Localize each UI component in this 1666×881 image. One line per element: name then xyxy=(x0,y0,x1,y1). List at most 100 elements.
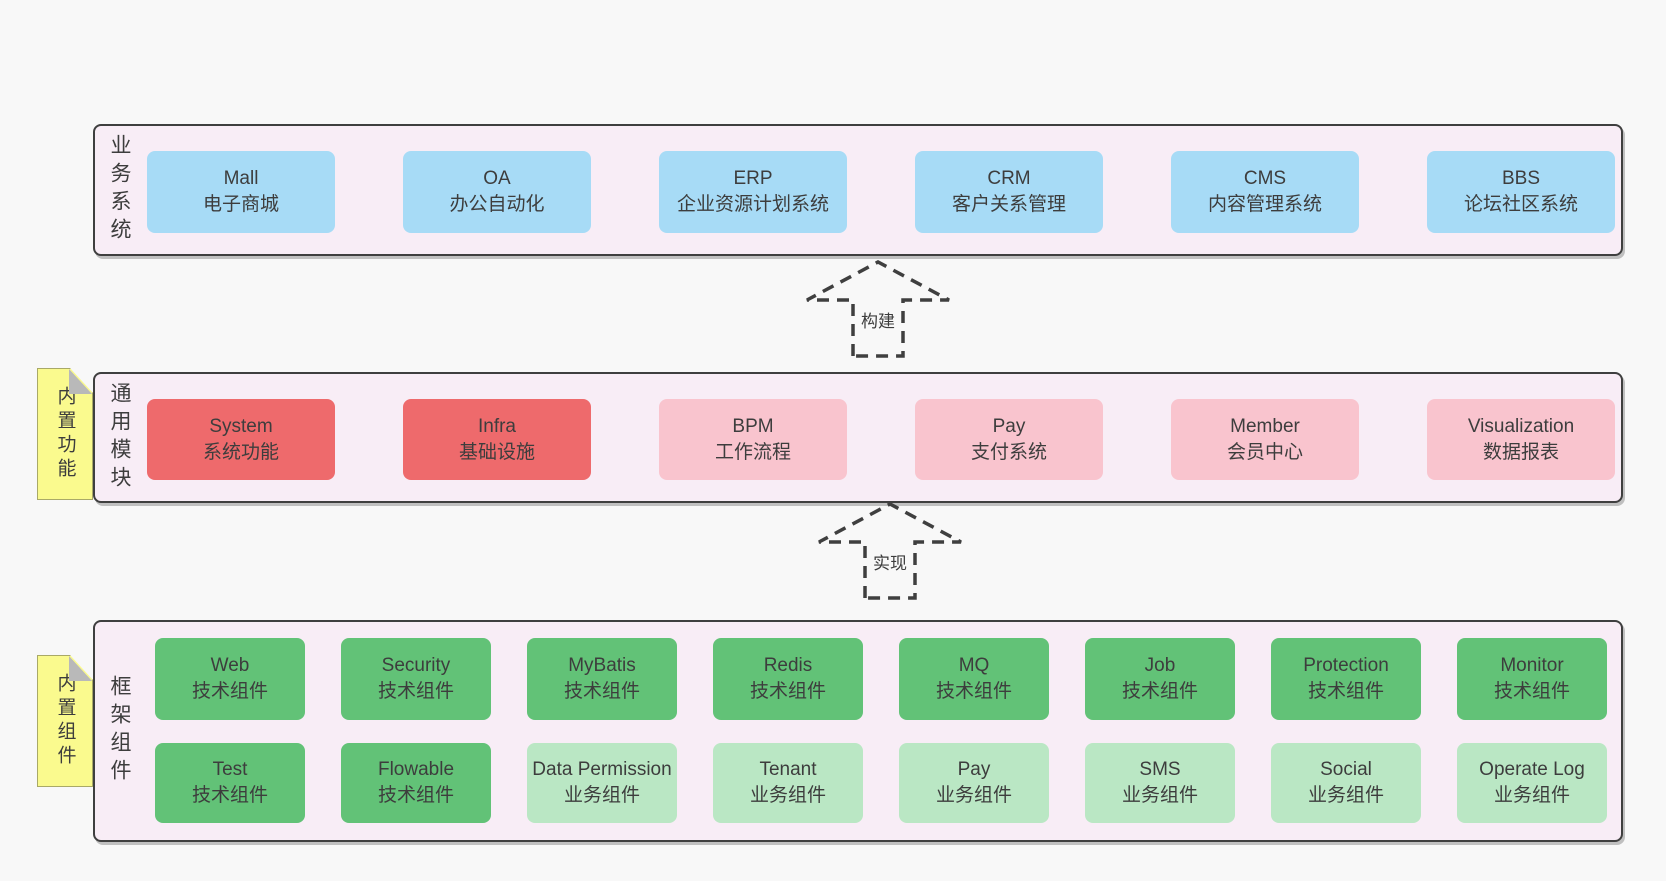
sticky-note-label: 内置组件 xyxy=(54,673,76,769)
band-business-systems: 业务系统 Mall 电子商城 OA 办公自动化 ERP 企业资源计划系统 CRM… xyxy=(93,124,1623,256)
box-erp: ERP 企业资源计划系统 xyxy=(659,151,847,233)
box-title: SMS xyxy=(1139,759,1181,781)
box-title: CMS xyxy=(1243,168,1287,190)
box-subtitle: 业务组件 xyxy=(1307,785,1384,806)
box-subtitle: 企业资源计划系统 xyxy=(676,194,829,215)
band-label: 通用模块 xyxy=(108,381,131,494)
band-label: 框架组件 xyxy=(108,675,131,787)
box-title: Data Permission xyxy=(532,759,672,781)
box-subtitle: 业务组件 xyxy=(749,785,826,806)
box-mybatis: MyBatis 技术组件 xyxy=(527,638,677,720)
box-title: Operate Log xyxy=(1479,759,1585,781)
up-arrow-icon xyxy=(806,260,950,358)
box-system: System 系统功能 xyxy=(147,399,335,480)
box-crm: CRM 客户关系管理 xyxy=(915,151,1103,233)
up-arrow-icon xyxy=(818,502,962,600)
box-subtitle: 技术组件 xyxy=(563,681,640,702)
box-tenant: Tenant 业务组件 xyxy=(713,743,863,823)
box-subtitle: 业务组件 xyxy=(1493,785,1570,806)
arrow-build: 构建 xyxy=(795,256,965,364)
arrow-label: 构建 xyxy=(859,306,897,333)
box-title: Mall xyxy=(223,168,259,190)
box-title: OA xyxy=(483,168,511,190)
box-subtitle: 技术组件 xyxy=(1493,681,1570,702)
box-subtitle: 业务组件 xyxy=(935,785,1012,806)
arrow-implement: 实现 xyxy=(807,498,977,606)
box-subtitle: 会员中心 xyxy=(1226,441,1303,463)
box-subtitle: 基础设施 xyxy=(458,441,535,463)
box-title: Web xyxy=(210,655,250,677)
box-subtitle: 技术组件 xyxy=(749,681,826,702)
box-test: Test 技术组件 xyxy=(155,743,305,823)
folded-corner-icon xyxy=(69,656,92,681)
box-title: Social xyxy=(1320,759,1372,781)
box-title: Monitor xyxy=(1500,655,1564,677)
box-title: Test xyxy=(212,759,248,781)
band-framework-components: 框架组件 Web 技术组件 Security 技术组件 MyBatis 技术组件… xyxy=(93,620,1623,842)
box-pay-component: Pay 业务组件 xyxy=(899,743,1049,823)
box-title: MQ xyxy=(958,655,990,677)
box-pay-system: Pay 支付系统 xyxy=(915,399,1103,480)
box-subtitle: 业务组件 xyxy=(563,785,640,806)
box-job: Job 技术组件 xyxy=(1085,638,1235,720)
box-security: Security 技术组件 xyxy=(341,638,491,720)
box-operate-log: Operate Log 业务组件 xyxy=(1457,743,1607,823)
box-title: Flowable xyxy=(377,759,455,781)
box-monitor: Monitor 技术组件 xyxy=(1457,638,1607,720)
folded-corner-icon xyxy=(69,369,92,394)
box-title: BPM xyxy=(732,415,774,437)
box-subtitle: 论坛社区系统 xyxy=(1463,194,1578,215)
box-oa: OA 办公自动化 xyxy=(403,151,591,233)
box-title: Pay xyxy=(957,759,991,781)
box-subtitle: 内容管理系统 xyxy=(1207,194,1322,215)
box-title: MyBatis xyxy=(568,655,636,677)
box-title: Pay xyxy=(992,415,1026,437)
box-subtitle: 技术组件 xyxy=(191,681,268,702)
arrow-label: 实现 xyxy=(871,548,909,575)
box-member: Member 会员中心 xyxy=(1171,399,1359,480)
box-title: Visualization xyxy=(1467,415,1575,437)
box-protection: Protection 技术组件 xyxy=(1271,638,1421,720)
box-title: Job xyxy=(1144,655,1176,677)
box-subtitle: 技术组件 xyxy=(377,785,454,806)
box-subtitle: 客户关系管理 xyxy=(951,194,1066,215)
box-data-permission: Data Permission 业务组件 xyxy=(527,743,677,823)
box-subtitle: 电子商城 xyxy=(202,194,279,215)
box-title: ERP xyxy=(733,168,773,190)
box-title: Tenant xyxy=(759,759,817,781)
box-title: BBS xyxy=(1501,168,1541,190)
box-subtitle: 技术组件 xyxy=(1121,681,1198,702)
box-mall: Mall 电子商城 xyxy=(147,151,335,233)
box-subtitle: 系统功能 xyxy=(202,441,279,463)
box-title: Infra xyxy=(477,415,517,437)
box-infra: Infra 基础设施 xyxy=(403,399,591,480)
box-social: Social 业务组件 xyxy=(1271,743,1421,823)
box-subtitle: 业务组件 xyxy=(1121,785,1198,806)
box-subtitle: 技术组件 xyxy=(191,785,268,806)
box-cms: CMS 内容管理系统 xyxy=(1171,151,1359,233)
box-title: Member xyxy=(1230,415,1300,437)
box-subtitle: 技术组件 xyxy=(1307,681,1384,702)
sticky-note-built-in-features: 内置功能 xyxy=(37,368,93,500)
box-subtitle: 支付系统 xyxy=(970,441,1047,463)
box-web: Web 技术组件 xyxy=(155,638,305,720)
box-redis: Redis 技术组件 xyxy=(713,638,863,720)
band-label: 业务系统 xyxy=(108,134,131,246)
box-title: System xyxy=(209,415,273,437)
box-title: Redis xyxy=(763,655,813,677)
box-subtitle: 技术组件 xyxy=(935,681,1012,702)
box-sms: SMS 业务组件 xyxy=(1085,743,1235,823)
sticky-note-label: 内置功能 xyxy=(54,386,76,482)
box-mq: MQ 技术组件 xyxy=(899,638,1049,720)
sticky-note-built-in-components: 内置组件 xyxy=(37,655,93,787)
band-common-modules: 通用模块 System 系统功能 Infra 基础设施 BPM 工作流程 Pay… xyxy=(93,372,1623,503)
box-title: CRM xyxy=(987,168,1031,190)
box-title: Protection xyxy=(1303,655,1389,677)
box-title: Security xyxy=(381,655,451,677)
box-subtitle: 工作流程 xyxy=(714,441,791,463)
box-visualization: Visualization 数据报表 xyxy=(1427,399,1615,480)
box-bpm: BPM 工作流程 xyxy=(659,399,847,480)
box-bbs: BBS 论坛社区系统 xyxy=(1427,151,1615,233)
box-subtitle: 数据报表 xyxy=(1482,441,1559,463)
